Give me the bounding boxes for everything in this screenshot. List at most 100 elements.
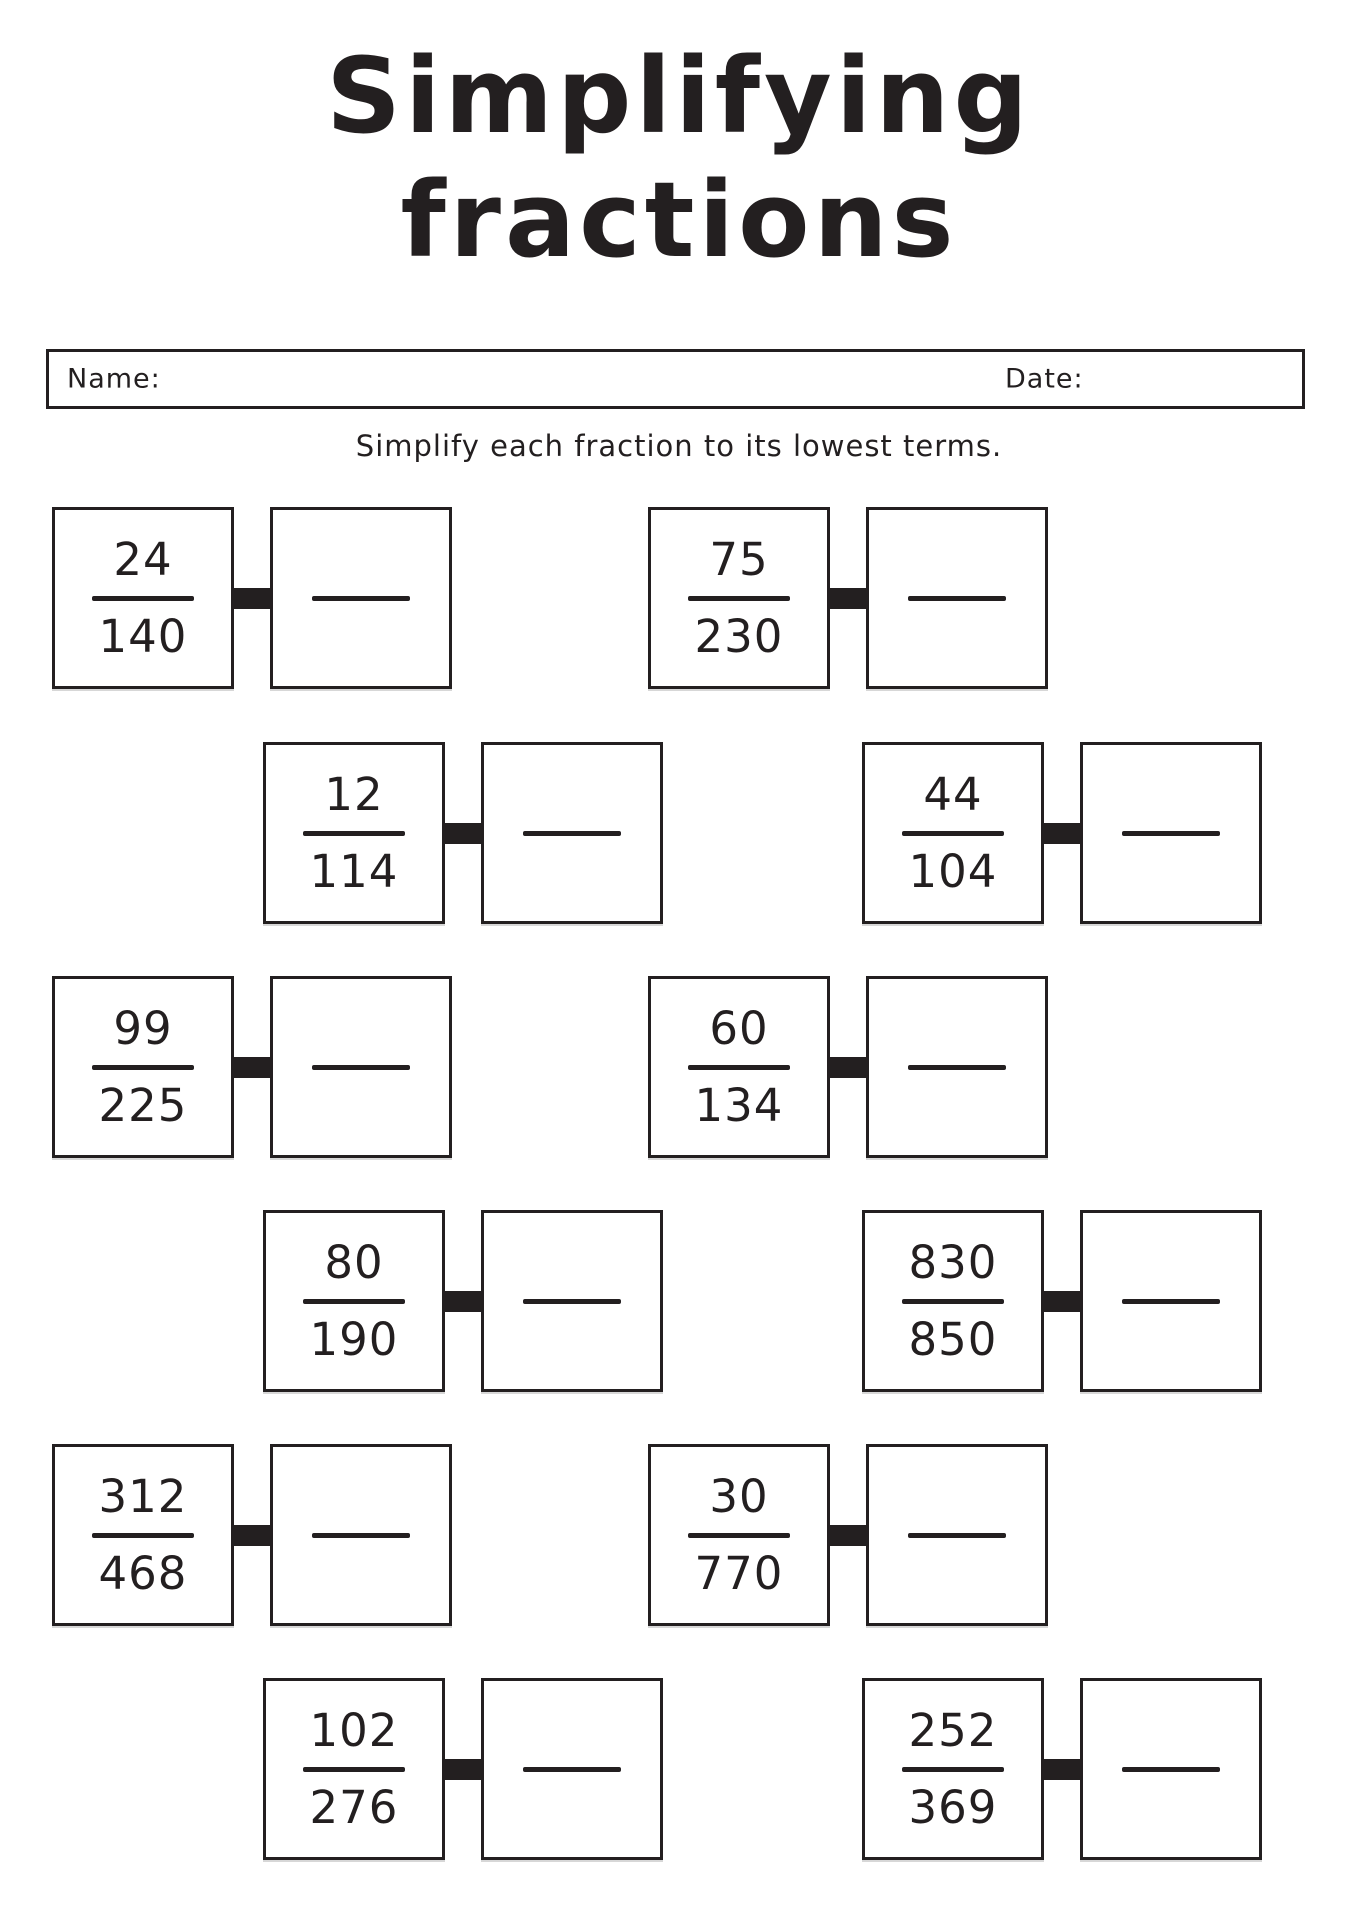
fraction-problem: 830 850 — [862, 1210, 1262, 1392]
fraction-problem: 44 104 — [862, 742, 1262, 924]
answer-box[interactable] — [1080, 742, 1262, 924]
denominator: 140 — [98, 609, 188, 663]
problem-row: 312 468 30 770 — [0, 1444, 1358, 1626]
fraction-box: 75 230 — [648, 507, 830, 689]
numerator: 30 — [709, 1469, 769, 1523]
fraction-problem: 30 770 — [648, 1444, 1048, 1626]
denominator: 230 — [694, 609, 784, 663]
fraction-bar — [688, 1532, 790, 1538]
answer-blank-line — [523, 1766, 621, 1772]
equals-connector — [1044, 1290, 1080, 1312]
fraction-problem: 24 140 — [52, 507, 452, 689]
answer-box[interactable] — [270, 507, 452, 689]
answer-box[interactable] — [481, 742, 663, 924]
equals-connector — [1044, 822, 1080, 844]
fraction-problem: 80 190 — [263, 1210, 663, 1392]
page-title: Simplifying fractions — [0, 34, 1358, 282]
equals-connector — [234, 1056, 270, 1078]
equals-connector — [445, 1290, 481, 1312]
answer-blank-line — [523, 1298, 621, 1304]
equals-connector — [445, 822, 481, 844]
problem-row: 99 225 60 134 — [0, 976, 1358, 1158]
fraction-bar — [902, 1298, 1004, 1304]
fraction-bar — [688, 595, 790, 601]
answer-blank-line — [312, 1532, 410, 1538]
answer-blank-line — [312, 595, 410, 601]
answer-blank-line — [1122, 830, 1220, 836]
denominator: 850 — [908, 1312, 998, 1366]
fraction-bar — [303, 830, 405, 836]
fraction-problem: 75 230 — [648, 507, 1048, 689]
fraction-box: 30 770 — [648, 1444, 830, 1626]
problem-row: 12 114 44 104 — [0, 742, 1358, 924]
fraction-box: 24 140 — [52, 507, 234, 689]
answer-box[interactable] — [866, 976, 1048, 1158]
fraction-problem: 99 225 — [52, 976, 452, 1158]
answer-box[interactable] — [270, 976, 452, 1158]
fraction-bar — [92, 1532, 194, 1538]
problem-row: 80 190 830 850 — [0, 1210, 1358, 1392]
numerator: 12 — [324, 767, 384, 821]
answer-box[interactable] — [866, 507, 1048, 689]
fraction-problem: 12 114 — [263, 742, 663, 924]
numerator: 80 — [324, 1235, 384, 1289]
equals-connector — [445, 1758, 481, 1780]
numerator: 99 — [113, 1001, 173, 1055]
denominator: 770 — [694, 1546, 784, 1600]
fraction-problem: 312 468 — [52, 1444, 452, 1626]
numerator: 24 — [113, 532, 173, 586]
numerator: 830 — [908, 1235, 998, 1289]
fraction-box: 12 114 — [263, 742, 445, 924]
numerator: 44 — [923, 767, 983, 821]
date-label: Date: — [1005, 363, 1084, 395]
fraction-box: 252 369 — [862, 1678, 1044, 1860]
title-line-2: fractions — [400, 159, 958, 281]
equals-connector — [234, 1524, 270, 1546]
problem-row: 102 276 252 369 — [0, 1678, 1358, 1860]
fraction-problem: 60 134 — [648, 976, 1048, 1158]
fraction-box: 60 134 — [648, 976, 830, 1158]
numerator: 102 — [309, 1703, 399, 1757]
fraction-bar — [902, 1766, 1004, 1772]
title-line-1: Simplifying — [326, 35, 1032, 157]
fraction-bar — [902, 830, 1004, 836]
answer-blank-line — [908, 595, 1006, 601]
numerator: 60 — [709, 1001, 769, 1055]
answer-blank-line — [908, 1064, 1006, 1070]
denominator: 114 — [309, 844, 399, 898]
fraction-box: 99 225 — [52, 976, 234, 1158]
fraction-bar — [303, 1298, 405, 1304]
denominator: 225 — [98, 1078, 188, 1132]
equals-connector — [1044, 1758, 1080, 1780]
fraction-problem: 252 369 — [862, 1678, 1262, 1860]
name-date-bar: Name: Date: — [46, 349, 1305, 409]
numerator: 252 — [908, 1703, 998, 1757]
instruction-text: Simplify each fraction to its lowest ter… — [355, 429, 1003, 463]
problem-row: 24 140 75 230 — [0, 507, 1358, 689]
equals-connector — [234, 587, 270, 609]
equals-connector — [830, 587, 866, 609]
answer-box[interactable] — [1080, 1210, 1262, 1392]
fraction-box: 44 104 — [862, 742, 1044, 924]
fraction-box: 830 850 — [862, 1210, 1044, 1392]
denominator: 468 — [98, 1546, 188, 1600]
answer-box[interactable] — [866, 1444, 1048, 1626]
answer-box[interactable] — [481, 1678, 663, 1860]
answer-box[interactable] — [270, 1444, 452, 1626]
denominator: 190 — [309, 1312, 399, 1366]
name-label: Name: — [67, 363, 161, 395]
answer-blank-line — [523, 830, 621, 836]
fraction-box: 102 276 — [263, 1678, 445, 1860]
answer-box[interactable] — [1080, 1678, 1262, 1860]
answer-box[interactable] — [481, 1210, 663, 1392]
fraction-box: 80 190 — [263, 1210, 445, 1392]
fraction-bar — [688, 1064, 790, 1070]
denominator: 104 — [908, 844, 998, 898]
answer-blank-line — [1122, 1298, 1220, 1304]
fraction-bar — [303, 1766, 405, 1772]
fraction-box: 312 468 — [52, 1444, 234, 1626]
equals-connector — [830, 1524, 866, 1546]
denominator: 134 — [694, 1078, 784, 1132]
answer-blank-line — [312, 1064, 410, 1070]
